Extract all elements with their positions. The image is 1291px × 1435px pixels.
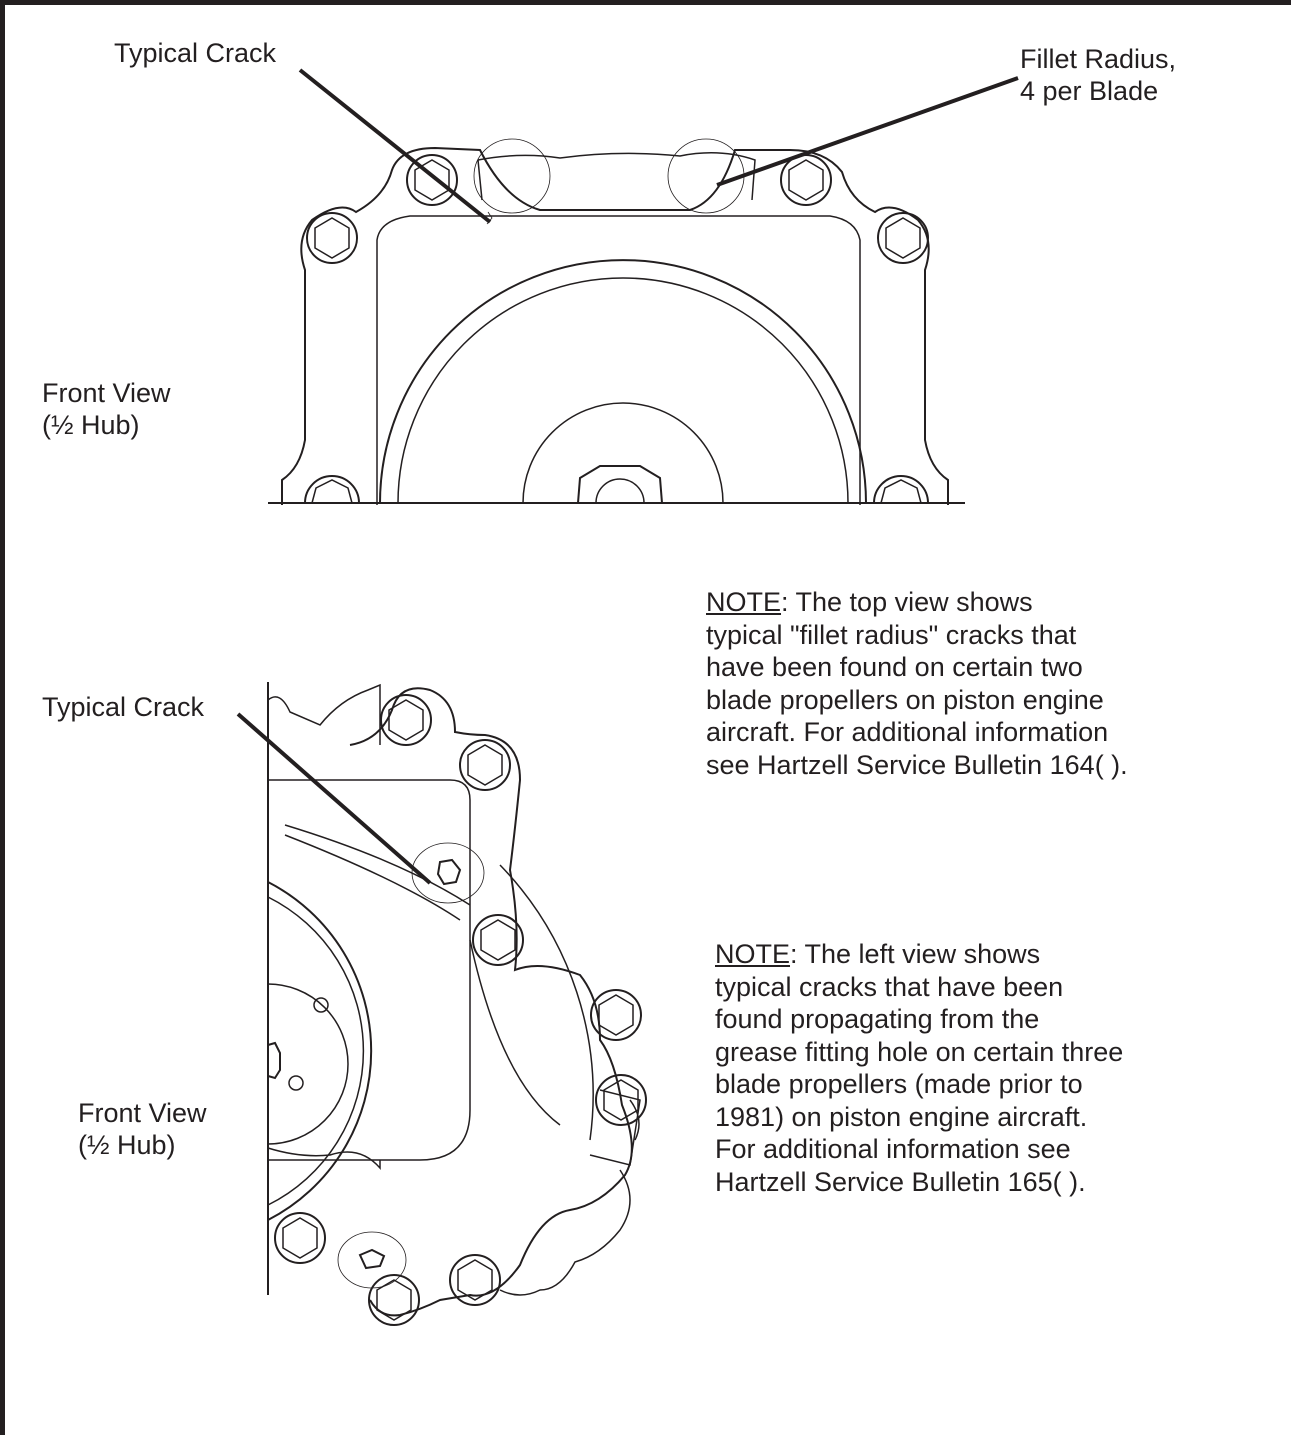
- note-top-line-4: blade propellers on piston engine: [706, 684, 1104, 715]
- left-crack-leader: [236, 712, 432, 885]
- note-top-line-2: typical "fillet radius" cracks that: [706, 619, 1077, 650]
- note-left-view: NOTE: The left view shows typical cracks…: [715, 938, 1235, 1198]
- fillet-radius-leader: [716, 76, 1019, 187]
- note-left-line-8: Hartzell Service Bulletin 165( ).: [715, 1166, 1086, 1197]
- left-hub-drawing: [236, 682, 647, 1326]
- note-left-line-1: NOTE: The left view shows: [715, 939, 1041, 969]
- fillet-radius-line-1: Fillet Radius,: [1020, 44, 1177, 74]
- left-front-view-label: Front View (½ Hub): [78, 1097, 207, 1161]
- top-crack-leader: [298, 68, 492, 224]
- note-top-keyword: NOTE: [706, 587, 782, 617]
- top-front-view-line-2: (½ Hub): [42, 410, 140, 440]
- left-front-view-line-2: (½ Hub): [78, 1130, 176, 1160]
- note-top-line-5: aircraft. For additional information: [706, 717, 1109, 747]
- note-left-keyword: NOTE: [715, 939, 791, 969]
- note-top-line-3: have been found on certain two: [706, 652, 1083, 682]
- note-left-line-7: For additional information see: [715, 1134, 1071, 1164]
- top-hub-drawing: [268, 68, 1019, 505]
- top-front-view-label: Front View (½ Hub): [42, 377, 171, 441]
- note-top-line-1: NOTE: The top view shows: [706, 587, 1033, 617]
- note-left-line-3: found propagating from the: [715, 1004, 1040, 1034]
- left-front-view-line-1: Front View: [78, 1098, 207, 1128]
- fillet-radius-line-2: 4 per Blade: [1020, 76, 1159, 106]
- left-typical-crack-label: Typical Crack: [42, 692, 205, 722]
- note-top-view: NOTE: The top view shows typical "fillet…: [706, 586, 1226, 781]
- top-typical-crack-label: Typical Crack: [114, 38, 277, 68]
- note-left-line-4: grease fitting hole on certain three: [715, 1036, 1124, 1067]
- fillet-radius-label: Fillet Radius, 4 per Blade: [1020, 43, 1176, 107]
- note-top-line-6: see Hartzell Service Bulletin 164( ).: [706, 749, 1128, 780]
- note-left-line-6: 1981) on piston engine aircraft.: [715, 1101, 1088, 1132]
- note-left-line-2: typical cracks that have been: [715, 971, 1064, 1002]
- top-front-view-line-1: Front View: [42, 378, 171, 408]
- note-left-line-5: blade propellers (made prior to: [715, 1069, 1083, 1099]
